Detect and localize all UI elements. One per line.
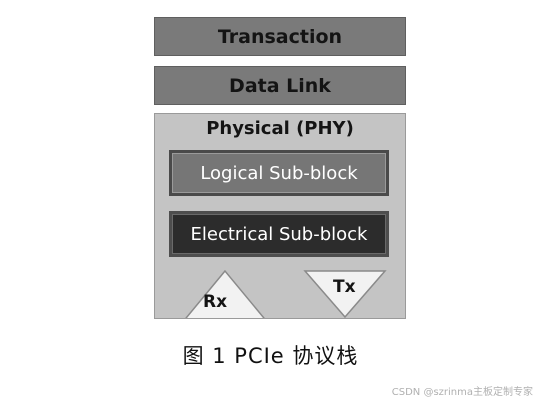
transaction-layer-label: Transaction (217, 25, 343, 48)
electrical-sub-block-label: Electrical Sub-block (190, 223, 368, 245)
tx-triangle (303, 270, 387, 318)
logical-sub-block-label: Logical Sub-block (200, 162, 358, 184)
transaction-layer: Transaction (154, 17, 406, 56)
physical-layer-title: Physical (PHY) (206, 118, 354, 139)
rx-label: Rx (203, 292, 228, 312)
rx-tx-triangles (185, 269, 387, 318)
rx-triangle (185, 269, 265, 318)
tx-label: Tx (333, 277, 356, 297)
data-link-layer: Data Link (154, 66, 406, 105)
logical-sub-block: Logical Sub-block (169, 150, 389, 196)
watermark: CSDN @szrinma主板定制专家 (391, 387, 533, 398)
figure-caption: 图 1 PCIe 协议栈 (182, 344, 359, 368)
data-link-layer-label: Data Link (229, 74, 331, 97)
physical-layer: Physical (PHY) Logical Sub-block Electri… (154, 113, 406, 319)
electrical-sub-block: Electrical Sub-block (169, 211, 389, 257)
